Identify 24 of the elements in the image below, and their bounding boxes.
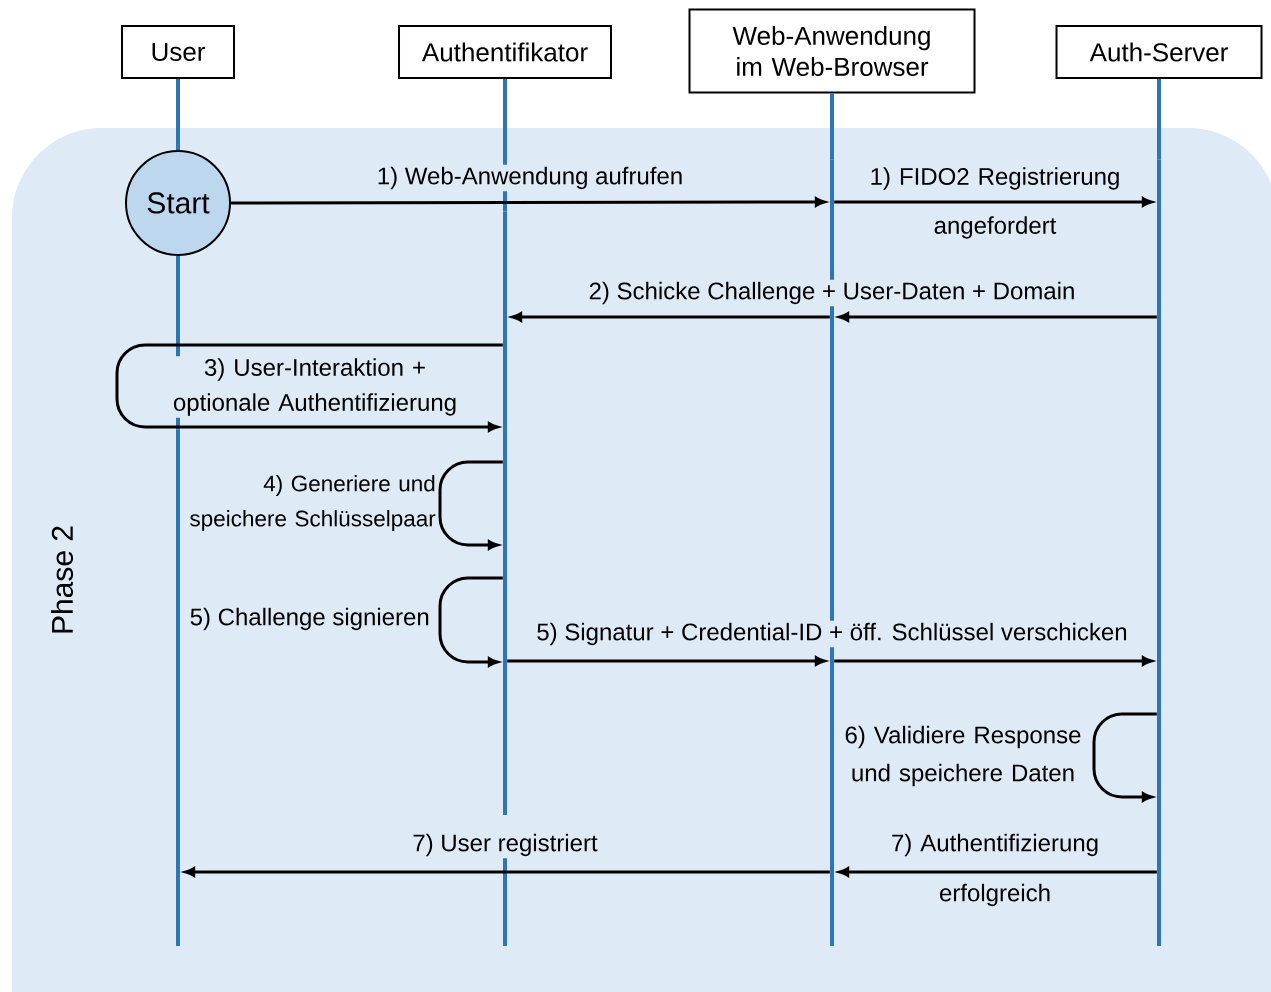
participant-box: Web-Anwendung im Web-Browser [688,8,976,94]
lifeline [176,430,180,946]
edge-label: 2) Schicke Challenge + User-Daten + Domain [586,279,1078,307]
loop-arrow [115,343,503,432]
participant-box: Authentifikator [398,25,612,79]
edge-label: 7) Authentifizierung erfolgreich [892,833,1098,907]
edge-label: 5) Signatur + Credential-ID + öff. Schlüssel verschicken [534,620,1130,648]
lifeline [503,212,507,815]
lifeline [1157,79,1161,160]
lifeline [1157,160,1161,946]
loop-arrow [438,576,503,667]
edge-label: 1) FIDO2 Registrierung angefordert [871,167,1119,239]
participant-box: User [121,25,235,79]
edge-label: 4) Generiere und speichere Schlüsselpaar [190,475,436,531]
edge-label: 3) User-Interaktion + optionale Authentifizierung [163,356,467,418]
participant-box: Auth-Server [1055,25,1263,79]
edge-label: 6) Validiere Response und speichere Daten [845,725,1081,787]
edge-label: 7) User registriert [410,831,600,859]
edge-label: 5) Challenge signieren [190,607,429,631]
lifeline [176,79,180,150]
edge-label: 1) Web-Anwendung aufrufen [374,164,686,192]
loop-arrow [1092,712,1157,802]
loop-arrow [438,460,503,550]
lifeline [830,93,834,160]
